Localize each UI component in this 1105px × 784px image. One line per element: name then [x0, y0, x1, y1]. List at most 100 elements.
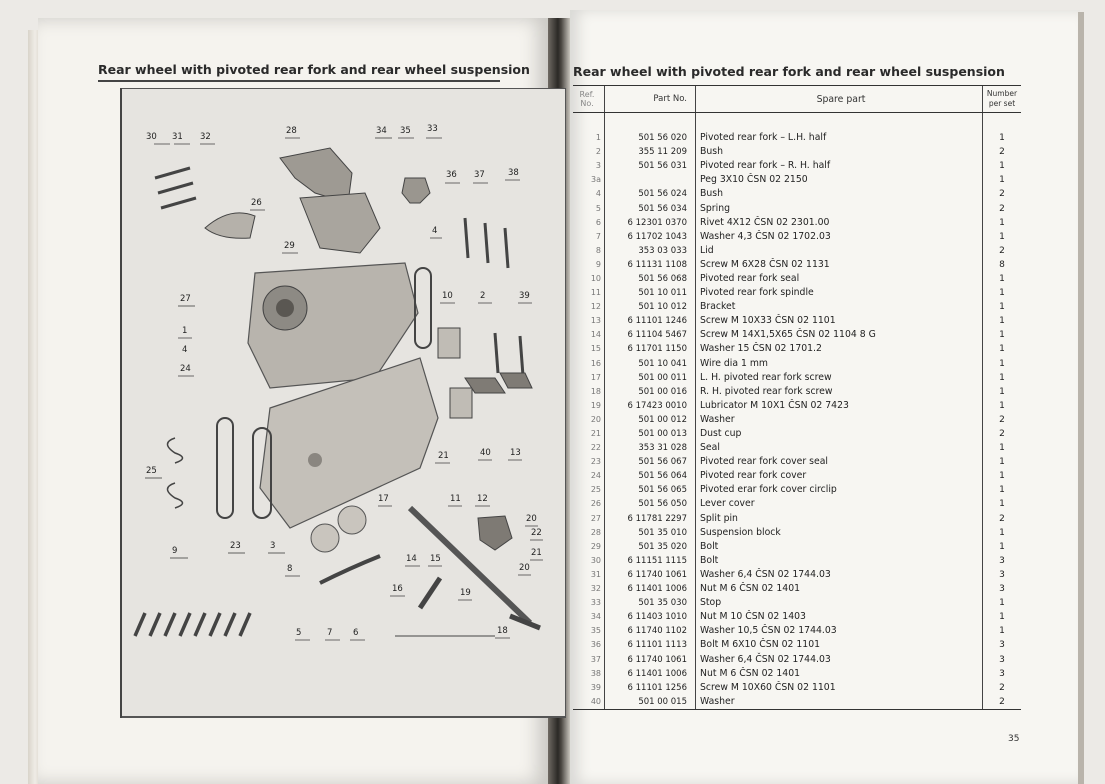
- spare-part-cell: Nut M 6 ČSN 02 1401: [695, 666, 983, 681]
- ref-no-cell: 3: [595, 161, 601, 171]
- fork-cover-part: [259, 357, 439, 529]
- spare-part-cell: Washer: [695, 412, 983, 427]
- header-spare-part: Spare part: [695, 85, 983, 113]
- figure-label: 21: [438, 451, 449, 461]
- part-no-cell: 6 11781 2297: [604, 511, 696, 526]
- number-per-set-cell: 2: [982, 145, 1021, 160]
- part-no-cell: 501 00 015: [604, 694, 696, 710]
- number-per-set-cell: 1: [982, 525, 1021, 540]
- part-no-cell: 6 12301 0370: [604, 215, 696, 230]
- figure-label: 20: [526, 514, 537, 524]
- part-no-cell: 6 11104 5467: [604, 328, 696, 343]
- ref-no-cell: 13: [590, 316, 601, 326]
- spare-part-cell: Pivoted rear fork – L.H. half: [695, 131, 983, 146]
- ref-no-cell: 19: [590, 400, 601, 410]
- part-no-cell: 501 56 067: [604, 455, 696, 470]
- part-no-cell: 501 00 012: [604, 412, 696, 427]
- number-per-set-cell: 1: [982, 342, 1021, 357]
- spare-part-cell: Pivoted rear fork cover: [695, 469, 983, 484]
- part-no-cell: 501 56 050: [604, 497, 696, 512]
- number-per-set-cell: 1: [982, 469, 1021, 484]
- number-per-set-cell: 1: [982, 610, 1021, 625]
- number-per-set-cell: 2: [982, 680, 1021, 695]
- number-per-set-cell: 1: [982, 173, 1021, 188]
- ref-no-cell: 39: [590, 682, 601, 692]
- part-no-cell: 6 11740 1061: [604, 652, 696, 667]
- ref-no-cell: 31: [590, 569, 601, 579]
- table-header-row: Ref. No. Part No. Spare part Number per …: [573, 85, 1021, 113]
- part-no-cell: 501 35 010: [604, 525, 696, 540]
- spare-part-cell: Seal: [695, 441, 983, 456]
- spare-part-cell: L. H. pivoted rear fork screw: [695, 370, 983, 385]
- figure-label: 4: [432, 226, 438, 236]
- number-per-set-cell: 2: [982, 243, 1021, 258]
- number-per-set-cell: 1: [982, 596, 1021, 611]
- spare-part-cell: Nut M 10 ČSN 02 1403: [695, 610, 983, 625]
- part-no-cell: 353 31 028: [604, 441, 696, 456]
- ref-no-cell: 32: [590, 584, 601, 594]
- part-no-cell: 501 56 068: [604, 271, 696, 287]
- spare-part-cell: Spring: [695, 201, 983, 216]
- part-no-cell: 501 56 024: [604, 187, 696, 202]
- part-no-cell: 353 03 033: [604, 243, 696, 258]
- figure-label: 10: [442, 291, 453, 301]
- ref-no-cell: 3a: [591, 175, 601, 185]
- figure-label: 4: [182, 345, 188, 355]
- title-rule: [98, 80, 500, 82]
- part-no-cell: 6 11401 1006: [604, 582, 696, 597]
- figure-label: 18: [497, 626, 508, 636]
- part-no-cell: 501 35 030: [604, 596, 696, 611]
- spare-part-cell: Screw M 6X28 ČSN 02 1131: [695, 257, 983, 272]
- spare-part-cell: Screw M 10X33 ČSN 02 1101: [695, 314, 983, 329]
- header-part-no: Part No.: [604, 85, 696, 113]
- part-no-cell: 501 10 011: [604, 286, 696, 301]
- figure-label: 5: [296, 628, 302, 638]
- ref-no-cell: 10: [590, 273, 601, 283]
- number-per-set-cell: 1: [982, 159, 1021, 174]
- exploded-view-figure: 30 31 32 28 34 35 33 36 37 38 26 29 4 27…: [120, 88, 566, 718]
- spare-part-cell: Washer 4,3 ČSN 02 1702.03: [695, 229, 983, 244]
- part-no-cell: 501 56 020: [604, 131, 696, 146]
- number-per-set-cell: 1: [982, 271, 1021, 287]
- spare-part-cell: Bracket: [695, 300, 983, 315]
- part-no-cell: [604, 173, 696, 188]
- header-number-per-set: Number per set: [982, 85, 1021, 113]
- lid-b-part: [337, 505, 367, 535]
- ref-no-cell: 21: [590, 429, 601, 439]
- ref-no-cell: 8: [595, 245, 601, 255]
- part-no-cell: 355 11 209: [604, 145, 696, 160]
- lid-a-part: [310, 523, 340, 553]
- figure-label: 12: [477, 494, 488, 504]
- ref-no-cell: 28: [590, 527, 601, 537]
- part-no-cell: 6 11151 1115: [604, 553, 696, 568]
- ref-no-cell: 5: [595, 203, 601, 213]
- seal-24-part: [216, 417, 234, 519]
- figure-label: 39: [519, 291, 530, 301]
- spare-part-cell: Wire dia 1 mm: [695, 356, 983, 371]
- number-per-set-cell: 1: [982, 229, 1021, 244]
- ref-no-cell: 18: [590, 386, 601, 396]
- springs-part: [319, 554, 381, 585]
- spare-part-cell: Nut M 6 ČSN 02 1401: [695, 582, 983, 597]
- number-per-set-cell: 1: [982, 131, 1021, 146]
- number-per-set-cell: 3: [982, 638, 1021, 653]
- circlip-b-part: [166, 482, 184, 509]
- spare-part-cell: Pivoted rear fork seal: [695, 271, 983, 287]
- spare-part-cell: Peg 3X10 ČSN 02 2150: [695, 173, 983, 188]
- figure-label: 3: [270, 541, 276, 551]
- bush-2-part: [437, 327, 461, 359]
